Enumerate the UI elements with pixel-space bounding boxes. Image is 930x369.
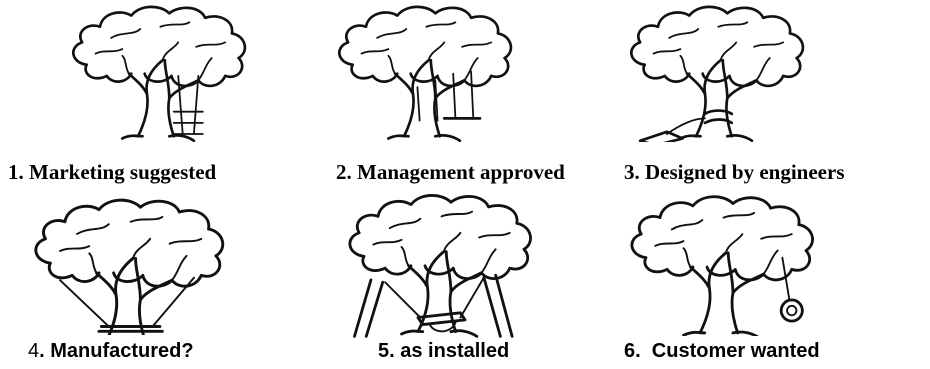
caption-label: Designed by engineers <box>645 160 845 184</box>
panel-3: 3. Designed by engineers <box>620 0 930 195</box>
caption-label: Marketing suggested <box>29 160 217 184</box>
caption-number: 3. <box>624 160 640 184</box>
panel-2: 2. Management approved <box>310 0 620 195</box>
caption-number: 6. <box>624 340 641 362</box>
caption-label: Management approved <box>357 160 565 184</box>
panel-5: 5. as installed <box>310 194 620 369</box>
caption-1: 1. Marketing suggested <box>8 160 216 185</box>
tree-illustration <box>630 195 814 336</box>
three-tier-swing <box>172 75 204 135</box>
tree-illustration <box>629 5 805 142</box>
tree-illustration <box>71 5 247 142</box>
caption-4: 4. Manufactured? <box>28 340 194 363</box>
caption-number: 5. <box>378 340 395 362</box>
tire-swing <box>779 256 804 323</box>
caption-6: 6. Customer wanted <box>624 340 820 363</box>
tree-illustration <box>337 5 513 142</box>
panel-4: 4. Manufactured? <box>0 195 310 369</box>
caption-5: 5. as installed <box>378 340 509 363</box>
propped-swing <box>353 273 514 338</box>
rope-to-trunk-swing <box>416 70 482 122</box>
panel-6: 6. Customer wanted <box>620 195 930 369</box>
caption-3: 3. Designed by engineers <box>624 160 845 185</box>
tree-illustration <box>348 194 532 338</box>
caption-label: Customer wanted <box>646 340 820 362</box>
caption-label: . Manufactured? <box>39 340 194 362</box>
panel-1: 1. Marketing suggested <box>0 0 310 195</box>
wide-low-swing <box>59 276 195 333</box>
seat-on-ground <box>638 109 734 142</box>
caption-label: as installed <box>400 340 510 362</box>
caption-2: 2. Management approved <box>336 160 565 185</box>
caption-number: 1. <box>8 160 24 184</box>
caption-number: 4 <box>28 340 40 362</box>
caption-number: 2. <box>336 160 352 184</box>
tree-illustration <box>34 198 225 335</box>
